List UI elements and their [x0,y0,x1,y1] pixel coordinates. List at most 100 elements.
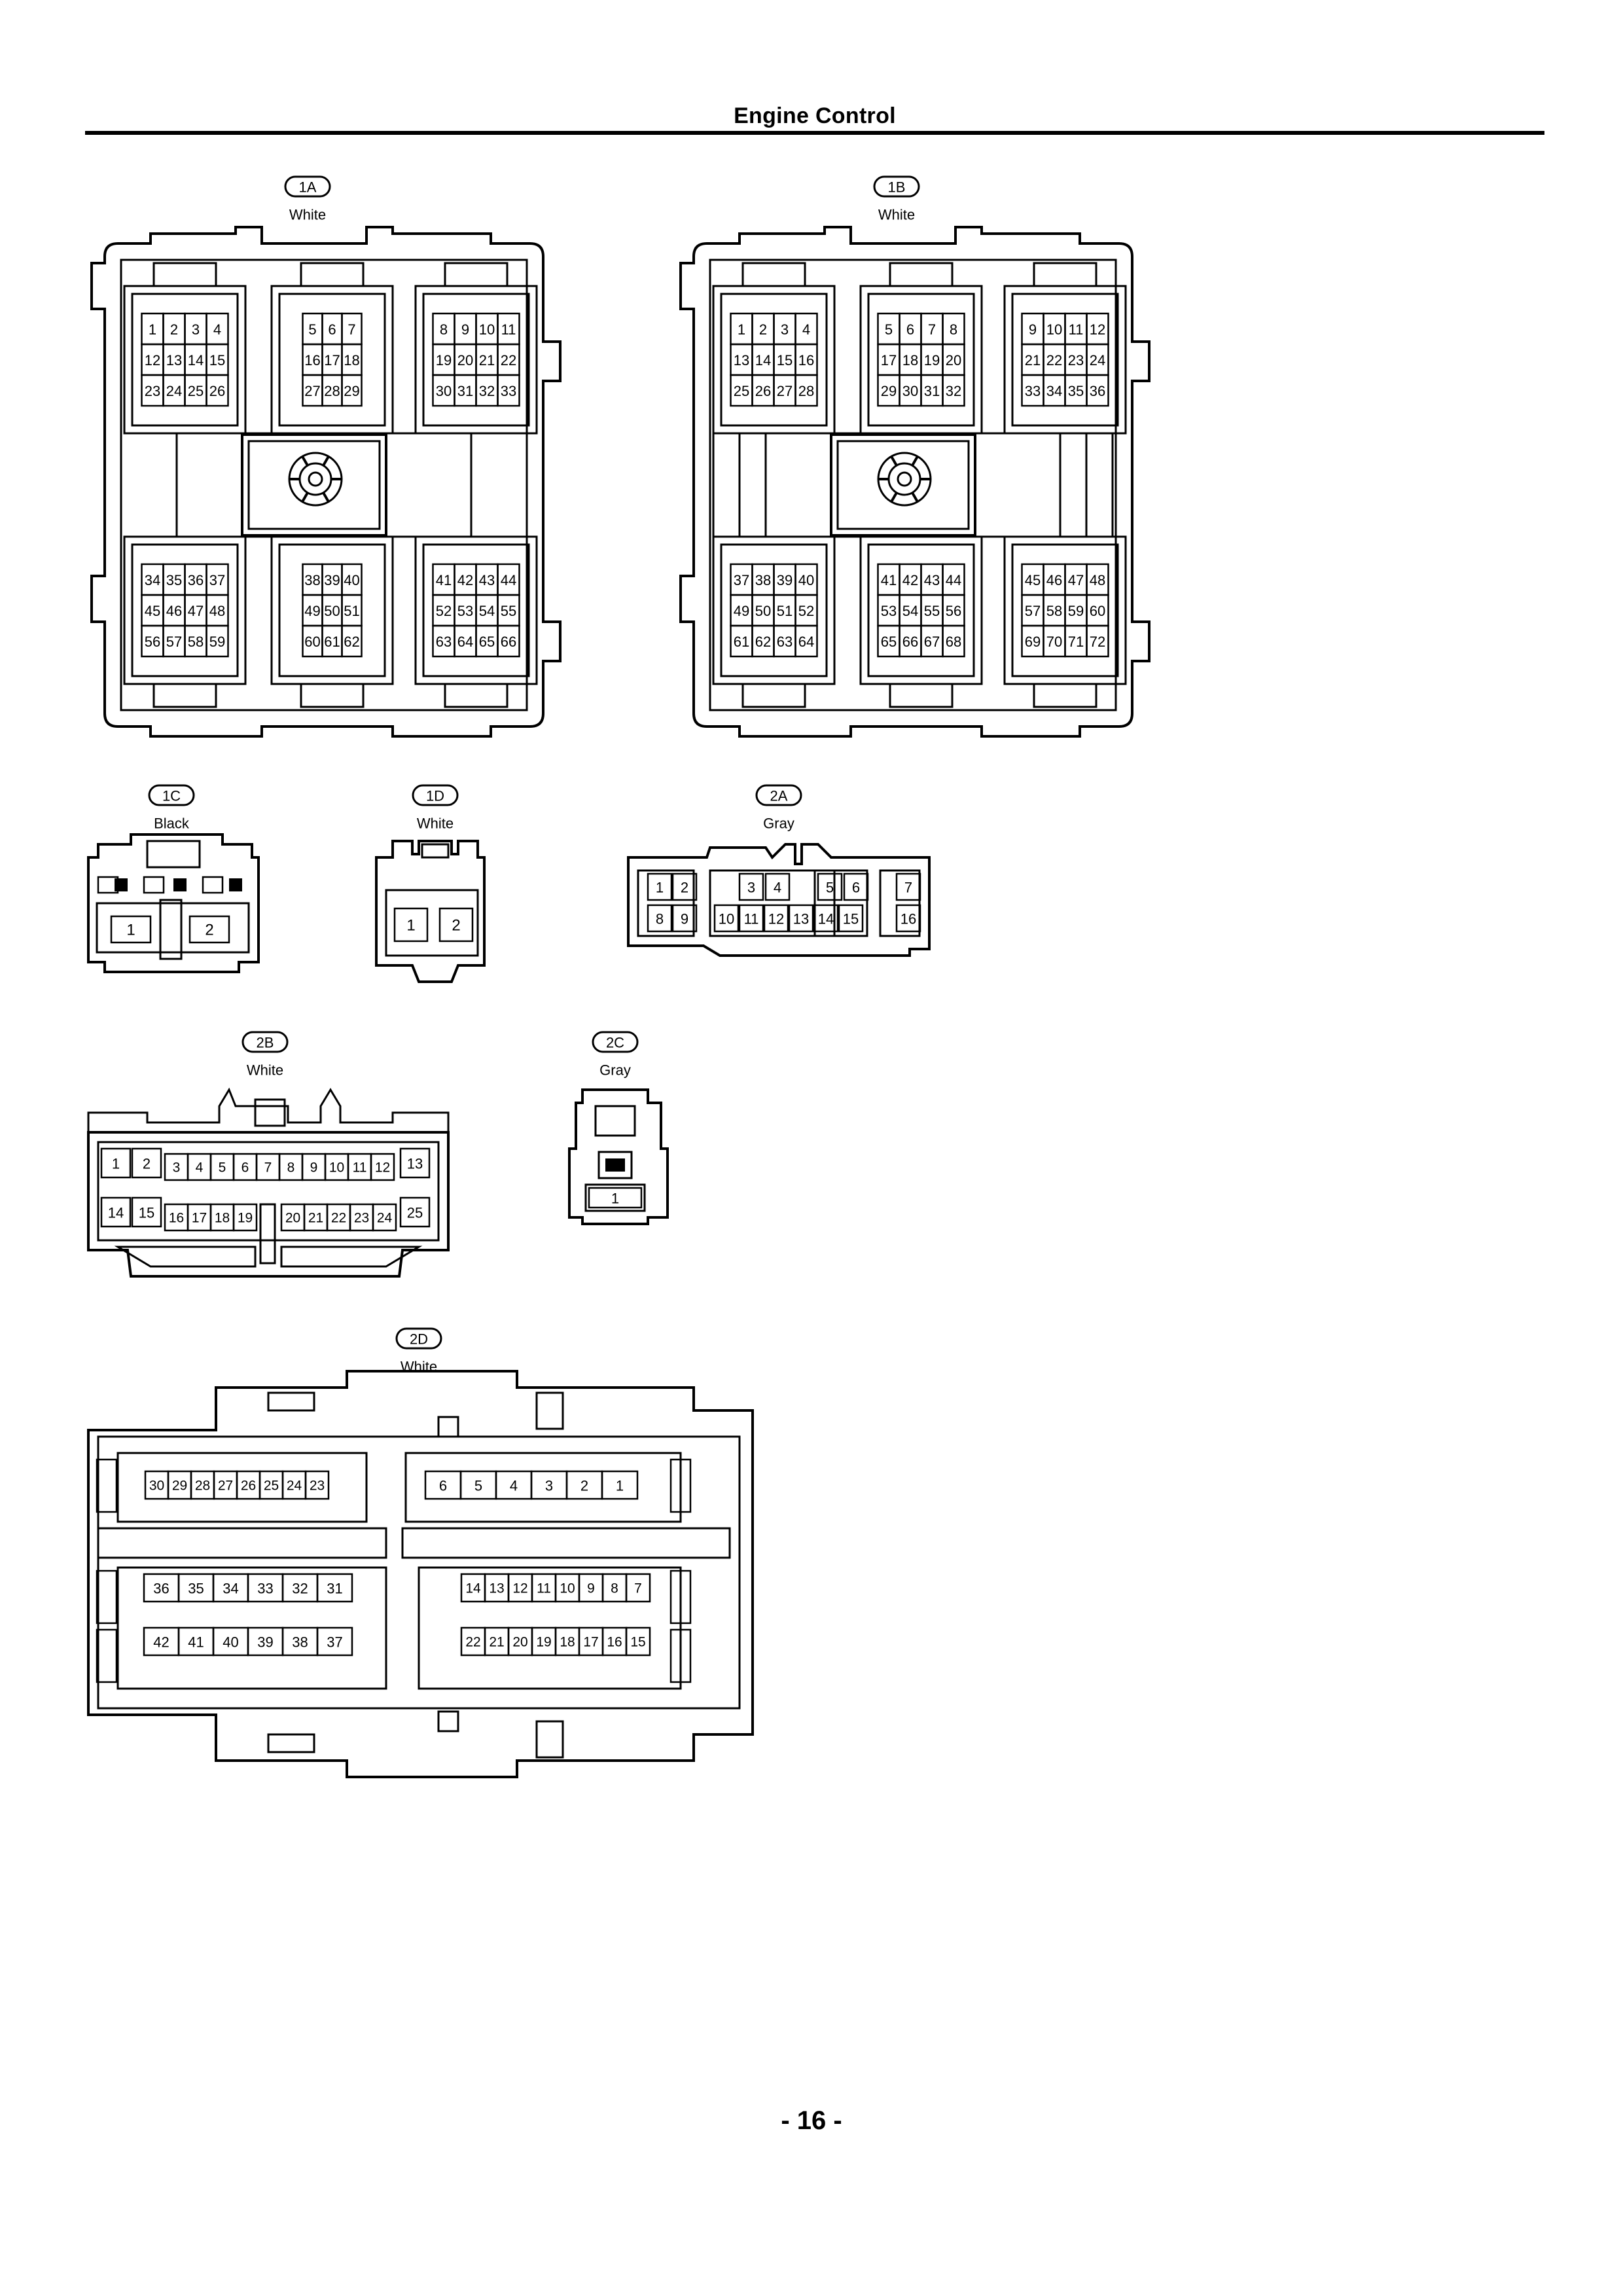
pin-number: 67 [924,634,940,650]
pin-number: 11 [501,321,516,338]
pin-number: 4 [510,1478,518,1494]
pin-number: 32 [479,383,495,399]
connector-id: 2D [410,1331,428,1348]
pin-number: 57 [166,634,182,650]
connector-color: White [247,1062,283,1079]
housing-top [87,1087,450,1134]
pin-number: 56 [946,603,961,619]
pin-number: 24 [377,1211,393,1226]
pin-number: 42 [902,572,918,588]
pin-cavity [370,1153,395,1181]
pin-number: 3 [747,880,755,896]
connector-id-badge [284,175,331,198]
pin-number: 1 [616,1478,624,1494]
pin-cavity [341,624,363,658]
pin-number: 32 [292,1581,308,1597]
pin-number: 36 [153,1581,169,1597]
center-channel [175,432,473,538]
housing-outline [627,843,931,957]
pin-number: 6 [241,1160,249,1175]
pin-number: 28 [195,1479,210,1494]
pin-cavity [794,624,818,658]
pin-cavity [1086,374,1109,407]
pin-number: 2 [143,1156,151,1172]
pin-number: 14 [818,911,834,927]
pin-number: 50 [324,603,340,619]
pin-number: 5 [308,321,316,338]
pin-number: 7 [928,321,936,338]
lock-frame-inner [247,440,381,530]
pin-number: 23 [1068,352,1084,368]
pin-number: 59 [1068,603,1084,619]
connector-id-badge [148,784,195,806]
pin-number: 13 [407,1156,423,1172]
pin-number: 21 [479,352,495,368]
housing-outline [375,840,486,983]
pin-cavity [110,915,152,944]
pin-number: 17 [192,1211,207,1226]
latch-tab [300,683,365,708]
cavity-frame [96,902,250,954]
pin-number: 11 [1069,321,1084,338]
pin-number: 2 [759,321,767,338]
pin-number: 33 [1025,383,1041,399]
pin-number: 19 [238,1211,253,1226]
lock-wheel-spoke [301,456,309,467]
connector-color: White [417,816,454,832]
page-header: Engine Control [85,98,1544,135]
pin-number: 30 [149,1479,164,1494]
cavity-frame [404,1452,682,1523]
latch-slot [437,1710,459,1732]
page-number: - 16 - [781,2106,842,2135]
pin-number: 40 [223,1634,238,1651]
pin-number: 38 [304,572,320,588]
pin-number: 22 [501,352,516,368]
pin-number: 68 [946,634,961,650]
pin-number: 31 [457,383,473,399]
pin-number: 34 [223,1581,238,1597]
cavity-frame [879,869,921,937]
pin-cavity [232,1203,258,1232]
pin-cavity [341,374,363,407]
pin-number: 20 [457,352,473,368]
pin-number: 21 [1025,352,1041,368]
side-rib [96,1628,118,1683]
pin-number: 17 [881,352,897,368]
cavity-inner [278,543,386,677]
pin-number: 13 [166,352,182,368]
pin-cavity [647,904,673,933]
connector-id: 1A [299,179,317,196]
latch-tab [300,262,365,287]
housing-outline [87,833,260,973]
pin-number: 25 [264,1479,279,1494]
pin-number: 1 [738,321,745,338]
pin-number: 45 [145,603,160,619]
pin-cavity [942,624,965,658]
pin-number: 24 [287,1479,302,1494]
pin-number: 15 [777,352,793,368]
latch-block [605,1158,625,1172]
pin-cavity [794,374,818,407]
lock-wheel-spoke [301,492,309,503]
pin-number: 28 [798,383,814,399]
pin-number: 1 [611,1191,619,1207]
pin-number: 10 [329,1160,344,1175]
pin-number: 12 [1090,321,1105,338]
pin-number: 41 [188,1634,204,1651]
pin-cavity [588,1187,643,1209]
connector-id-badge [873,175,920,198]
pin-cavity [763,904,789,933]
pin-number: 6 [852,880,860,896]
pin-number: 17 [583,1635,598,1650]
side-rib [96,1570,118,1624]
pin-number: 58 [1046,603,1062,619]
pin-number: 18 [560,1635,575,1650]
pin-number: 60 [304,634,320,650]
pin-number: 4 [774,880,781,896]
pin-number: 3 [192,321,200,338]
pin-number: 53 [457,603,473,619]
pin-number: 53 [881,603,897,619]
pin-number: 33 [257,1581,273,1597]
